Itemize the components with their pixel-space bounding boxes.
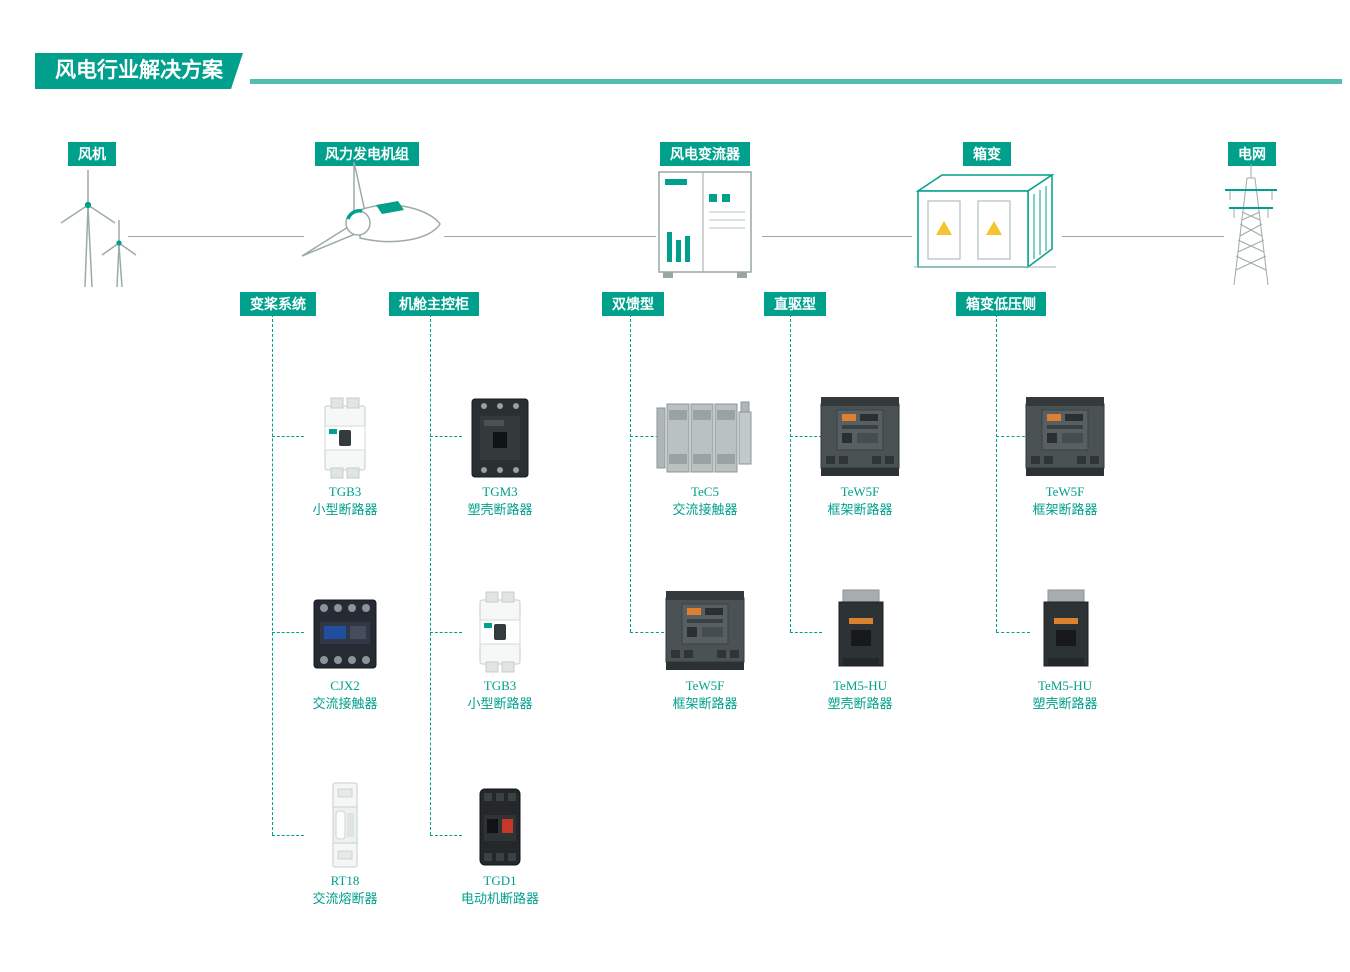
product-model: TeM5-HU bbox=[833, 678, 887, 693]
connector-stub bbox=[272, 436, 304, 437]
product-card: TGB3 小型断路器 bbox=[440, 584, 560, 712]
connector-doubly-fed bbox=[630, 314, 631, 632]
product-caption: TeM5-HU 塑壳断路器 bbox=[800, 677, 920, 712]
flow-connector bbox=[128, 236, 304, 237]
product-card: TeW5F 框架断路器 bbox=[645, 584, 765, 712]
product-model: TGD1 bbox=[483, 873, 517, 888]
mccb-product-image bbox=[800, 584, 920, 674]
product-card: TGD1 电动机断路器 bbox=[440, 779, 560, 907]
product-caption: TeW5F 框架断路器 bbox=[1005, 483, 1125, 518]
category-label-lv-side: 箱变低压侧 bbox=[956, 292, 1046, 316]
product-model: TeW5F bbox=[685, 678, 725, 693]
product-model: CJX2 bbox=[330, 678, 360, 693]
product-caption: TGM3 塑壳断路器 bbox=[440, 483, 560, 518]
product-card: RT18 交流熔断器 bbox=[285, 779, 405, 907]
box-substation-icon bbox=[910, 163, 1060, 283]
connector-stub bbox=[630, 632, 664, 633]
connector-pitch-system bbox=[272, 314, 273, 835]
product-caption: CJX2 交流接触器 bbox=[285, 677, 405, 712]
contactor-product-image bbox=[285, 584, 405, 674]
connector-stub bbox=[630, 436, 664, 437]
flow-connector bbox=[444, 236, 656, 237]
product-name: 小型断路器 bbox=[467, 695, 533, 711]
product-name: 交流接触器 bbox=[312, 695, 378, 711]
mcb-product-image bbox=[440, 584, 560, 674]
product-model: TGB3 bbox=[328, 484, 362, 499]
product-name: 小型断路器 bbox=[312, 501, 378, 517]
connector-nacelle-control bbox=[430, 314, 431, 835]
product-card: CJX2 交流接触器 bbox=[285, 584, 405, 712]
product-card: TGB3 小型断路器 bbox=[285, 390, 405, 518]
acb-product-image bbox=[800, 390, 920, 480]
mcb-product-image bbox=[285, 390, 405, 480]
product-caption: TeW5F 框架断路器 bbox=[645, 677, 765, 712]
stage-label-converter: 风电变流器 bbox=[660, 142, 750, 166]
product-card: TeC5 交流接触器 bbox=[645, 390, 765, 518]
connector-stub bbox=[430, 632, 462, 633]
product-model: TGM3 bbox=[482, 484, 518, 499]
product-caption: TGB3 小型断路器 bbox=[285, 483, 405, 518]
connector-direct-drive bbox=[790, 314, 791, 632]
product-caption: TGD1 电动机断路器 bbox=[440, 872, 560, 907]
motor-breaker-product-image bbox=[440, 779, 560, 869]
title-underline bbox=[250, 79, 1342, 84]
converter-cabinet-icon bbox=[653, 166, 758, 284]
product-caption: TeC5 交流接触器 bbox=[645, 483, 765, 518]
fuse-holder-product-image bbox=[285, 779, 405, 869]
product-name: 塑壳断路器 bbox=[1032, 695, 1098, 711]
product-caption: TGB3 小型断路器 bbox=[440, 677, 560, 712]
stage-label-wind-turbine: 风机 bbox=[68, 142, 116, 166]
product-name: 塑壳断路器 bbox=[467, 501, 533, 517]
product-card: TeW5F 框架断路器 bbox=[800, 390, 920, 518]
product-name: 框架断路器 bbox=[672, 695, 738, 711]
connector-stub bbox=[790, 632, 822, 633]
product-model: TeC5 bbox=[691, 484, 719, 499]
connector-stub bbox=[996, 436, 1030, 437]
nacelle-icon bbox=[298, 158, 448, 293]
product-model: RT18 bbox=[330, 873, 360, 888]
category-label-nacelle-control: 机舱主控柜 bbox=[389, 292, 479, 316]
connector-stub bbox=[996, 632, 1030, 633]
mccb-product-image bbox=[440, 390, 560, 480]
product-card: TeW5F 框架断路器 bbox=[1005, 390, 1125, 518]
acb-product-image bbox=[1005, 390, 1125, 480]
category-label-direct-drive: 直驱型 bbox=[764, 292, 826, 316]
stage-label-grid: 电网 bbox=[1228, 142, 1276, 166]
product-model: TeW5F bbox=[1045, 484, 1085, 499]
flow-connector bbox=[762, 236, 912, 237]
product-model: TGB3 bbox=[483, 678, 517, 693]
connector-lv-side bbox=[996, 314, 997, 632]
product-caption: RT18 交流熔断器 bbox=[285, 872, 405, 907]
product-model: TeM5-HU bbox=[1038, 678, 1092, 693]
category-label-pitch-system: 变桨系统 bbox=[240, 292, 316, 316]
wind-turbine-icon bbox=[55, 165, 145, 290]
product-name: 框架断路器 bbox=[1032, 501, 1098, 517]
connector-stub bbox=[430, 436, 462, 437]
connector-stub bbox=[430, 835, 462, 836]
product-name: 框架断路器 bbox=[827, 501, 893, 517]
product-card: TGM3 塑壳断路器 bbox=[440, 390, 560, 518]
stage-label-generator-set: 风力发电机组 bbox=[315, 142, 419, 166]
stage-label-box-transformer: 箱变 bbox=[963, 142, 1011, 166]
flow-connector bbox=[1062, 236, 1224, 237]
acb-product-image bbox=[645, 584, 765, 674]
product-name: 塑壳断路器 bbox=[827, 695, 893, 711]
product-caption: TeM5-HU 塑壳断路器 bbox=[1005, 677, 1125, 712]
product-name: 交流熔断器 bbox=[312, 890, 378, 906]
product-name: 交流接触器 bbox=[672, 501, 738, 517]
transmission-tower-icon bbox=[1220, 160, 1282, 287]
product-caption: TeW5F 框架断路器 bbox=[800, 483, 920, 518]
page-title: 风电行业解决方案 bbox=[35, 53, 243, 89]
mccb-product-image bbox=[1005, 584, 1125, 674]
product-card: TeM5-HU 塑壳断路器 bbox=[800, 584, 920, 712]
connector-stub bbox=[790, 436, 822, 437]
product-card: TeM5-HU 塑壳断路器 bbox=[1005, 584, 1125, 712]
connector-stub bbox=[272, 632, 304, 633]
product-model: TeW5F bbox=[840, 484, 880, 499]
product-name: 电动机断路器 bbox=[460, 890, 539, 906]
connector-stub bbox=[272, 835, 304, 836]
contactor-product-image bbox=[645, 390, 765, 480]
category-label-doubly-fed: 双馈型 bbox=[602, 292, 664, 316]
